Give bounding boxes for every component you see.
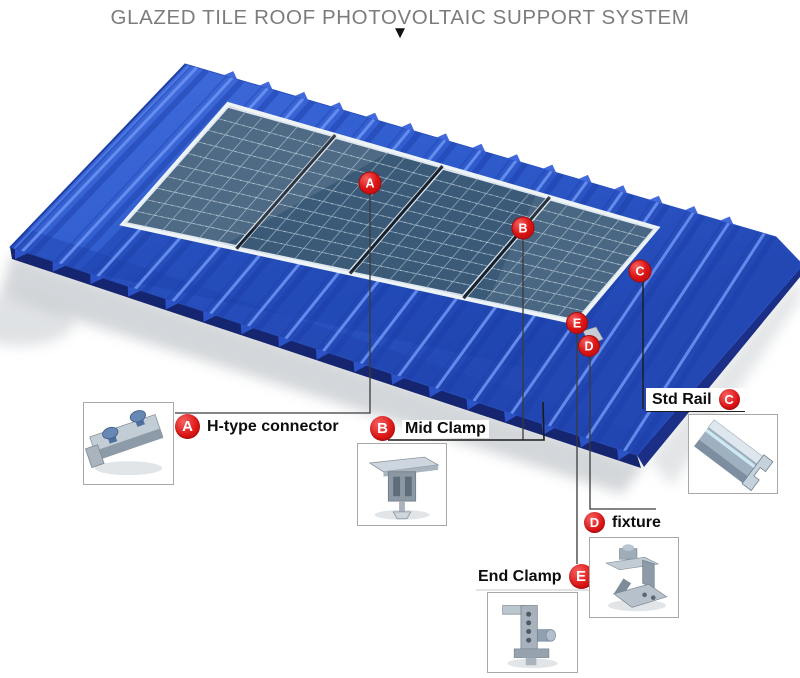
fixture-illustration xyxy=(604,544,668,612)
solar-panel-array xyxy=(119,101,661,326)
underline-b xyxy=(388,401,545,441)
corrugation-edge-teeth xyxy=(14,248,631,461)
mid-clamp-illustration xyxy=(368,456,440,520)
part-image-mid-clamp xyxy=(357,443,447,526)
end-clamp-illustration xyxy=(502,605,558,669)
part-image-fixture xyxy=(589,537,679,618)
leader-line-a xyxy=(175,194,371,414)
label-b-text: Mid Clamp xyxy=(402,419,489,438)
label-a-text: H-type connector xyxy=(207,417,339,435)
down-triangle-icon: ▼ xyxy=(391,23,409,42)
leader-line-d xyxy=(589,357,656,510)
label-mid-clamp: B Mid Clamp xyxy=(370,416,489,441)
marker-a: A xyxy=(358,171,382,195)
h-type-connector-illustration xyxy=(84,410,164,476)
std-rail-illustration xyxy=(694,419,774,492)
solar-panel-2 xyxy=(237,137,442,272)
label-e-text: End Clamp xyxy=(478,567,562,585)
panel-gap xyxy=(348,164,444,275)
panel-glare xyxy=(123,104,391,246)
part-image-std-rail xyxy=(688,414,778,494)
part-image-h-type-connector xyxy=(83,402,174,485)
marker-e: E xyxy=(566,312,588,334)
badge-c: C xyxy=(718,389,740,410)
marker-c: C xyxy=(628,259,652,283)
badge-b: B xyxy=(370,416,395,441)
panel-gap xyxy=(462,195,551,300)
marker-a-letter: A xyxy=(365,177,374,191)
page-title: GLAZED TILE ROOF PHOTOVOLTAIC SUPPORT SY… xyxy=(110,6,690,29)
marker-d-letter: D xyxy=(584,340,593,354)
leader-lines xyxy=(175,194,656,575)
marker-c-letter: C xyxy=(635,265,644,279)
marker-b-letter: B xyxy=(518,222,527,236)
marker-d: D xyxy=(578,335,600,357)
badge-d: D xyxy=(584,512,605,533)
label-fixture: D fixture xyxy=(584,512,661,533)
ridge-scallops xyxy=(223,71,734,225)
gable-edge-highlight xyxy=(13,65,190,250)
solar-panel-4 xyxy=(464,198,656,321)
badge-a: A xyxy=(175,414,200,439)
gable-edge xyxy=(10,64,187,249)
part-image-end-clamp xyxy=(487,592,578,673)
label-std-rail: Std Rail C xyxy=(646,388,745,412)
solar-panel-1 xyxy=(124,106,334,247)
solar-panel-3 xyxy=(351,168,549,297)
marker-b: B xyxy=(511,216,535,240)
label-end-clamp: End Clamp E xyxy=(476,564,596,591)
panel-shadow-band xyxy=(80,226,577,370)
roof-markers: A B C E D xyxy=(358,171,652,357)
marker-e-letter: E xyxy=(573,317,581,331)
label-d-text: fixture xyxy=(612,513,661,531)
label-c-text: Std Rail xyxy=(652,390,712,408)
panel-gap xyxy=(235,133,337,250)
label-h-type-connector: A H-type connector xyxy=(175,414,339,439)
